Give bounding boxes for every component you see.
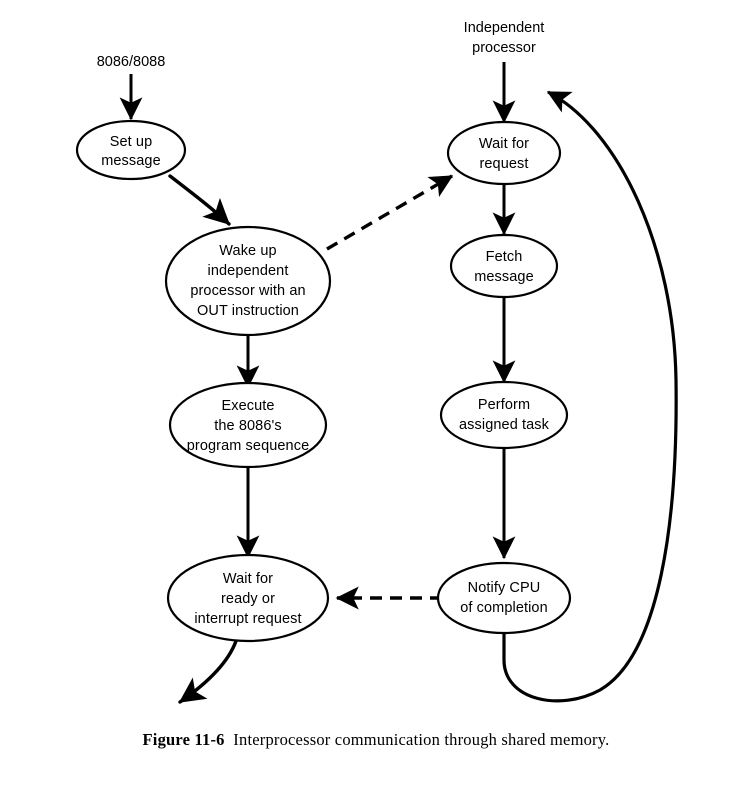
node-execute-line-2: the 8086's [214,418,281,434]
node-fetch-message-line-2: message [474,269,534,285]
node-notify-line-2: of completion [460,600,548,616]
node-wait-for-request-shape [446,120,562,186]
edge-notify-loop-back-to-wait-request [502,90,678,703]
figure-caption-label: Figure 11-6 [142,730,225,749]
node-execute-program-sequence[interactable]: Execute the 8086's program sequence [168,381,328,469]
node-wait-ready-line-2: ready or [221,591,275,607]
entry-label-independent-line1: Independent [464,20,545,36]
entry-label-independent-line2: processor [472,40,536,56]
node-set-up-message-shape [75,119,187,181]
node-wait-for-request-line-2: request [479,156,528,172]
node-perform-line-2: assigned task [459,417,550,433]
node-wake-up-independent-processor[interactable]: Wake up independent processor with an OU… [164,225,332,337]
node-perform-line-1: Perform [478,397,530,413]
node-execute-line-3: program sequence [187,438,310,454]
figure-caption-spacer [225,730,234,749]
node-wake-up-independent-processor-shape [164,225,332,337]
node-wait-ready-line-1: Wait for [223,571,273,587]
node-execute-line-1: Execute [221,398,274,414]
edge-wake-up-to-wait-request-dashed [326,174,454,251]
node-wake-up-line-1: Wake up [219,243,276,259]
node-wake-up-line-2: independent [208,263,289,279]
figure-caption-text: Interprocessor communication through sha… [233,730,610,749]
node-notify-cpu-of-completion[interactable]: Notify CPU of completion [436,561,572,635]
node-set-up-message-line-1: Set up [110,134,153,150]
edge-set-up-to-wake-up [168,174,231,226]
node-wait-for-ready-or-interrupt-shape [166,553,330,643]
node-wait-for-ready-or-interrupt[interactable]: Wait for ready or interrupt request [166,553,330,643]
node-set-up-message-line-2: message [101,153,161,169]
node-fetch-message[interactable]: Fetch message [449,233,559,299]
node-wait-ready-line-3: interrupt request [194,611,301,627]
node-fetch-message-line-1: Fetch [486,249,523,265]
node-wake-up-line-3: processor with an [190,283,305,299]
node-wake-up-line-4: OUT instruction [197,303,299,319]
node-wait-for-request-line-1: Wait for [479,136,529,152]
figure-caption: Figure 11-6 Interprocessor communication… [0,730,752,750]
node-notify-line-1: Notify CPU [468,580,541,596]
node-execute-program-sequence-shape [168,381,328,469]
entry-label-cpu: 8086/8088 [97,54,166,70]
node-fetch-message-shape [449,233,559,299]
node-set-up-message[interactable]: Set up message [75,119,187,181]
node-notify-cpu-of-completion-shape [436,561,572,635]
node-perform-assigned-task-shape [439,380,569,450]
node-perform-assigned-task[interactable]: Perform assigned task [439,380,569,450]
edge-wait-ready-exit [178,639,238,704]
node-wait-for-request[interactable]: Wait for request [446,120,562,186]
